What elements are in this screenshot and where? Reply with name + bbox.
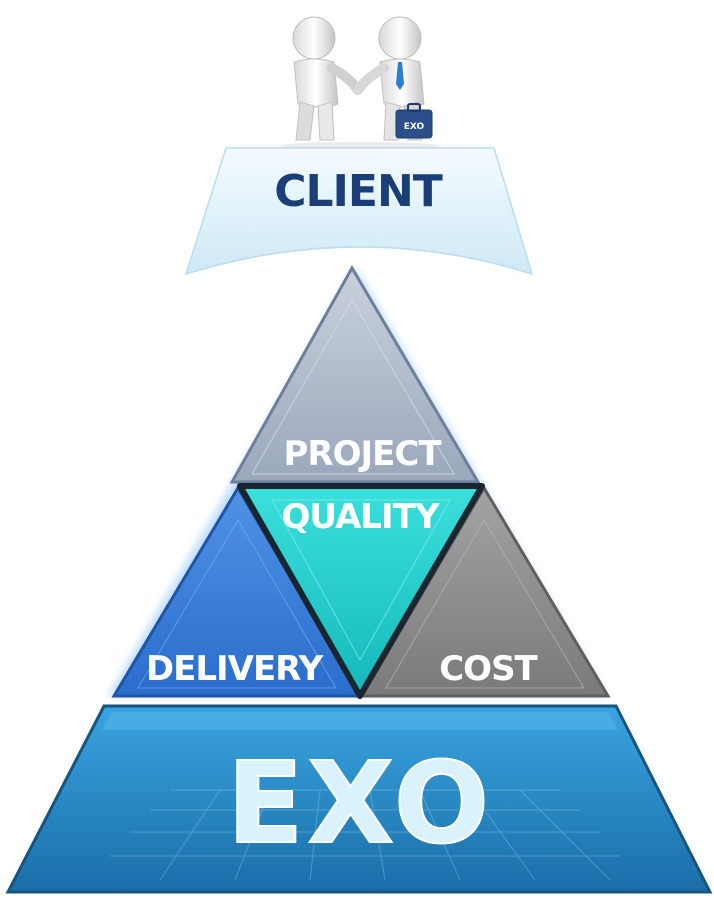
client-banner: CLIENT [184, 147, 534, 276]
handshake-figures-illustration: EXO [280, 16, 440, 150]
project-segment: PROJECT [229, 264, 481, 484]
base-grid [110, 789, 620, 881]
quality-label: QUALITY [282, 497, 440, 537]
quality-segment: QUALITY [237, 483, 485, 699]
delivery-segment: DELIVERY [111, 485, 363, 698]
exo-base-segment: EXO [5, 704, 713, 894]
delivery-label: DELIVERY [146, 649, 324, 689]
briefcase-logo-text: EXO [404, 122, 425, 132]
client-label: CLIENT [274, 166, 443, 217]
project-label: PROJECT [283, 434, 442, 474]
exo-base-label: EXO [227, 739, 493, 869]
cost-label: COST [439, 649, 538, 689]
